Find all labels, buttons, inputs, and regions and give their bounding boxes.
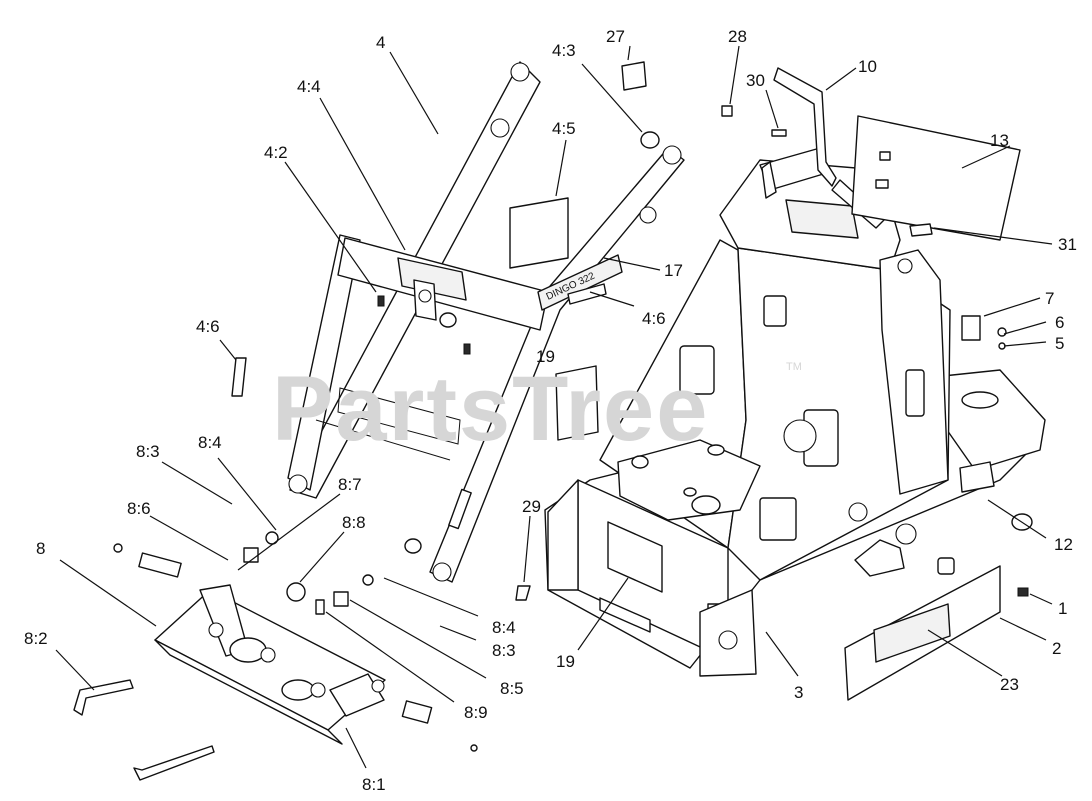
callout-29: 29 <box>522 497 541 516</box>
callout-5: 5 <box>1055 334 1064 353</box>
callout-13: 13 <box>990 131 1009 150</box>
callout-8-5: 8:5 <box>500 679 524 698</box>
callout-17: 17 <box>664 261 683 280</box>
callout-4-4: 4:4 <box>297 77 321 96</box>
panel-13 <box>851 115 1021 241</box>
watermark-text: PartsTree <box>272 358 709 460</box>
callout-8-3-left: 8:3 <box>136 442 160 461</box>
callout-8-3-right: 8:3 <box>492 641 516 660</box>
callout-8-4-right: 8:4 <box>492 618 516 637</box>
lift-arm-assembly[interactable]: DINGO 322 <box>231 61 685 583</box>
callout-4-6-right: 4:6 <box>642 309 666 328</box>
leader-lines <box>55 45 1053 769</box>
callout-2: 2 <box>1052 639 1061 658</box>
callout-8-8: 8:8 <box>342 513 366 532</box>
callout-4-5: 4:5 <box>552 119 576 138</box>
callout-1: 1 <box>1058 599 1067 618</box>
callout-27: 27 <box>606 27 625 46</box>
callout-8-2: 8:2 <box>24 629 48 648</box>
callout-8-4-left: 8:4 <box>198 433 222 452</box>
callout-19-upper: 19 <box>536 347 555 366</box>
quick-attach-assembly[interactable] <box>73 531 478 781</box>
callout-4-2: 4:2 <box>264 143 288 162</box>
callout-19-lower: 19 <box>556 652 575 671</box>
decal-19-upper <box>555 365 599 441</box>
callout-7: 7 <box>1045 289 1054 308</box>
watermark-trademark: TM <box>786 361 802 373</box>
callout-4-6-left: 4:6 <box>196 317 220 336</box>
callout-4-3: 4:3 <box>552 41 576 60</box>
callout-8-7: 8:7 <box>338 475 362 494</box>
callout-labels: 4 4:4 4:2 4:6 4:5 4:3 17 4:6 27 28 30 10… <box>24 27 1077 794</box>
callout-30: 30 <box>746 71 765 90</box>
callout-8-9: 8:9 <box>464 703 488 722</box>
callout-3: 3 <box>794 683 803 702</box>
callout-4: 4 <box>376 33 385 52</box>
callout-8: 8 <box>36 539 45 558</box>
callout-28: 28 <box>728 27 747 46</box>
callout-12: 12 <box>1054 535 1073 554</box>
callout-31: 31 <box>1058 235 1077 254</box>
handle-bar[interactable] <box>773 67 837 187</box>
rear-panel[interactable] <box>844 565 1029 701</box>
callout-8-1: 8:1 <box>362 775 386 794</box>
callout-8-6: 8:6 <box>127 499 151 518</box>
callout-23: 23 <box>1000 675 1019 694</box>
callout-6: 6 <box>1055 313 1064 332</box>
callout-10: 10 <box>858 57 877 76</box>
